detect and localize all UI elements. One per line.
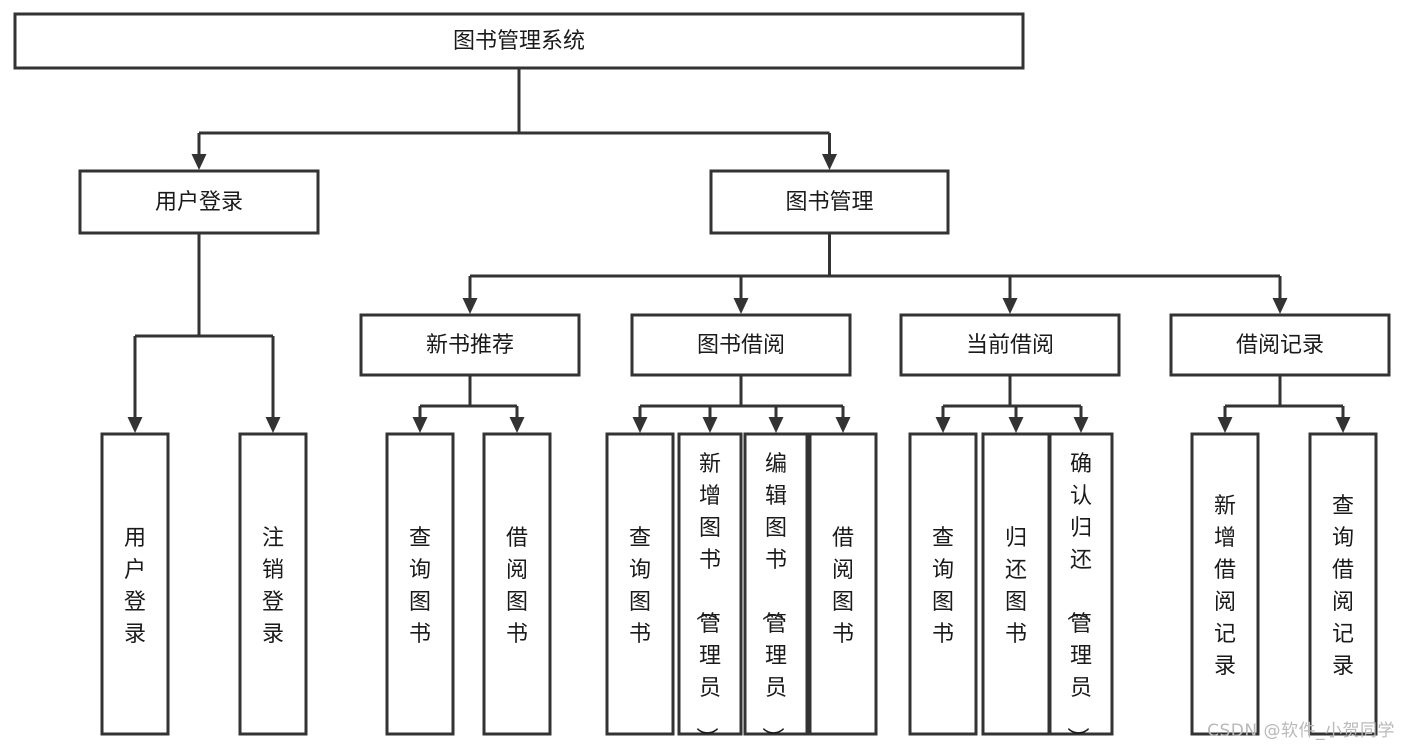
node-label-leaf-borrow-book-1: 借阅图书 [506,526,528,647]
node-label-leaf-user-logout: 注销登录 [262,526,284,647]
node-box-leaf-user-logout[interactable] [238,432,308,736]
node-current[interactable]: 当前借阅 [899,313,1121,377]
node-label-leaf-query-book-1: 查询图书 [409,526,431,647]
edges-layer [127,68,1351,433]
node-newbook[interactable]: 新书推荐 [359,313,581,377]
node-box-root[interactable] [13,12,1025,70]
node-leaf-user-logout[interactable]: 注销登录 [238,432,308,736]
node-label-login: 用户登录 [155,190,243,215]
node-box-borrow[interactable] [630,313,852,377]
node-box-leaf-edit-book[interactable] [743,432,809,736]
node-leaf-user-login[interactable]: 用户登录 [100,432,170,736]
node-box-leaf-query-record[interactable] [1308,432,1378,736]
node-label-leaf-return-book: 归还图书 [1005,526,1027,647]
node-box-leaf-borrow-book-1[interactable] [482,432,552,736]
node-label-leaf-add-record: 新增借阅记录 [1214,494,1236,679]
node-box-current[interactable] [899,313,1121,377]
node-box-leaf-user-login[interactable] [100,432,170,736]
node-label-records: 借阅记录 [1236,333,1324,358]
node-borrow[interactable]: 图书借阅 [630,313,852,377]
nodes-layer: 图书管理系统用户登录图书管理新书推荐图书借阅当前借阅借阅记录用户登录注销登录查询… [13,12,1391,747]
node-leaf-add-book[interactable]: 新增图书（管理员） [677,432,743,747]
node-label-bookmgmt: 图书管理 [785,190,873,215]
node-login[interactable]: 用户登录 [78,169,320,235]
node-box-newbook[interactable] [359,313,581,377]
node-leaf-borrow-book-2[interactable]: 借阅图书 [808,432,878,736]
node-leaf-query-record[interactable]: 查询借阅记录 [1308,432,1378,736]
node-label-leaf-edit-book: 编辑图书（管理员） [759,452,787,747]
node-label-root: 图书管理系统 [453,29,585,54]
node-box-leaf-return-book[interactable] [981,432,1051,736]
node-box-leaf-confirm-return[interactable] [1048,432,1114,736]
node-leaf-query-book-2[interactable]: 查询图书 [605,432,675,736]
node-leaf-query-book-1[interactable]: 查询图书 [385,432,455,736]
node-root[interactable]: 图书管理系统 [13,12,1025,70]
node-label-leaf-add-book: 新增图书（管理员） [693,452,721,747]
node-label-leaf-user-login: 用户登录 [124,526,146,647]
node-box-leaf-query-book-1[interactable] [385,432,455,736]
node-box-login[interactable] [78,169,320,235]
node-label-leaf-query-record: 查询借阅记录 [1332,494,1354,679]
edge-group-root [191,68,837,170]
node-label-leaf-borrow-book-2: 借阅图书 [832,526,854,647]
node-label-leaf-query-book-2: 查询图书 [629,526,651,647]
node-leaf-add-record[interactable]: 新增借阅记录 [1190,432,1260,736]
node-label-current: 当前借阅 [966,333,1054,358]
edge-group-borrow [632,375,851,433]
node-leaf-borrow-book-1[interactable]: 借阅图书 [482,432,552,736]
node-leaf-confirm-return[interactable]: 确认归还（管理员） [1048,432,1114,747]
node-box-bookmgmt[interactable] [709,169,950,235]
node-label-newbook: 新书推荐 [426,333,514,358]
edge-group-newbook [412,375,525,433]
node-box-leaf-add-book[interactable] [677,432,743,736]
csdn-watermark: CSDN @软件_小贺同学 [1207,721,1395,741]
node-box-leaf-add-record[interactable] [1190,432,1260,736]
edge-group-login [127,233,281,433]
edge-group-bookmgmt [462,233,1288,314]
node-box-leaf-query-book-2[interactable] [605,432,675,736]
node-leaf-edit-book[interactable]: 编辑图书（管理员） [743,432,809,747]
node-box-leaf-borrow-book-2[interactable] [808,432,878,736]
node-leaf-return-book[interactable]: 归还图书 [981,432,1051,736]
node-box-leaf-query-book-3[interactable] [908,432,978,736]
node-box-records[interactable] [1169,313,1391,377]
node-leaf-query-book-3[interactable]: 查询图书 [908,432,978,736]
edge-group-current [935,375,1089,433]
edge-group-records [1217,375,1351,433]
node-label-leaf-confirm-return: 确认归还（管理员） [1064,452,1092,747]
node-label-borrow: 图书借阅 [697,333,785,358]
node-bookmgmt[interactable]: 图书管理 [709,169,950,235]
node-records[interactable]: 借阅记录 [1169,313,1391,377]
node-label-leaf-query-book-3: 查询图书 [932,526,954,647]
